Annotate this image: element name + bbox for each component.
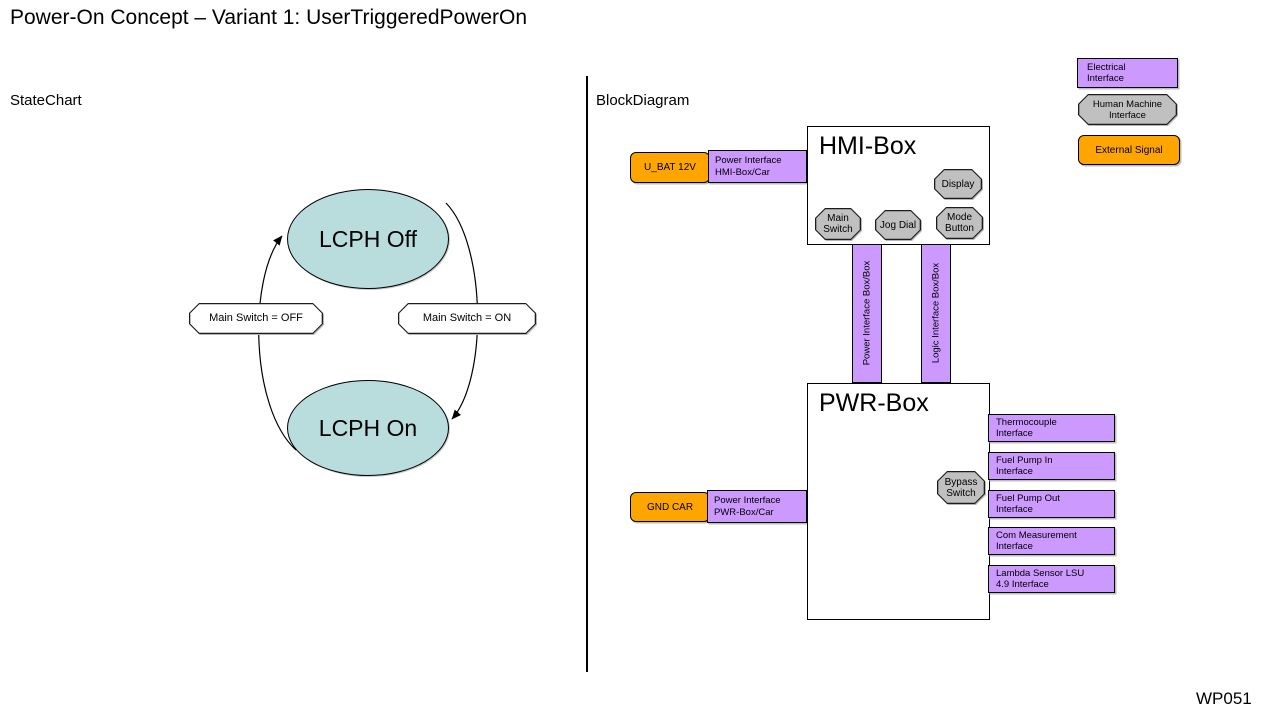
display-component: Display — [934, 169, 982, 199]
legend-external-label: External Signal — [1095, 144, 1163, 156]
statechart-section-label: StateChart — [10, 92, 82, 109]
mode-button-component: Mode Button — [936, 207, 983, 239]
transition-off-label: Main Switch = OFF — [209, 312, 303, 324]
transition-on-label: Main Switch = ON — [422, 312, 512, 324]
state-lcph-off: LCPH Off — [287, 189, 449, 289]
octagon-fill — [816, 209, 859, 238]
bypass-switch-component: Bypass Switch — [937, 471, 985, 504]
hmi-box-title: HMI-Box — [819, 132, 917, 160]
octagon-fill — [935, 170, 980, 197]
fuel-pump-out-interface: Fuel Pump Out Interface — [988, 490, 1115, 518]
transition-main-switch-off: Main Switch = OFF — [189, 303, 323, 334]
logic-link-label: Logic Interface Box/Box — [930, 262, 942, 364]
u-bat-12v-signal: U_BAT 12V — [630, 152, 710, 183]
slide-id: WP051 — [1196, 689, 1252, 708]
display-label: Display — [941, 178, 975, 190]
octagon-fill — [876, 211, 919, 238]
hmi-box: HMI-Box Display Main Switch Jog Dial Mod… — [807, 126, 990, 245]
interface-label: Thermocouple Interface — [996, 416, 1057, 440]
interface-label: Fuel Pump Out Interface — [996, 492, 1060, 516]
state-lcph-off-label: LCPH Off — [319, 225, 417, 252]
mode-button-label: Mode Button — [945, 212, 974, 234]
fuel-pump-in-interface: Fuel Pump In Interface — [988, 452, 1115, 480]
lambda-sensor-interface: Lambda Sensor LSU 4.9 Interface — [988, 565, 1115, 593]
interface-label: Com Measurement Interface — [996, 529, 1077, 553]
logic-interface-box-box: Logic Interface Box/Box — [921, 243, 951, 383]
pwr-box-title: PWR-Box — [819, 389, 929, 417]
legend-external-signal: External Signal — [1078, 135, 1180, 165]
interface-label: Fuel Pump In Interface — [996, 454, 1053, 478]
bypass-switch-label: Bypass Switch — [944, 476, 978, 499]
octagon-fill — [937, 208, 981, 237]
octagon-fill — [938, 472, 983, 502]
interface-label: Lambda Sensor LSU 4.9 Interface — [996, 567, 1085, 591]
legend-electrical-interface: Electrical Interface — [1077, 58, 1178, 88]
pwr-box: PWR-Box Bypass Switch — [807, 383, 990, 620]
power-link-label: Power Interface Box/Box — [861, 260, 873, 366]
page-title: Power-On Concept – Variant 1: UserTrigge… — [10, 6, 528, 29]
gnd-label: GND CAR — [646, 501, 694, 513]
main-switch-label: Main Switch — [823, 213, 853, 235]
transition-main-switch-on: Main Switch = ON — [398, 303, 536, 334]
legend-human-machine-interface: Human Machine Interface — [1078, 94, 1177, 125]
power-interface-box-box: Power Interface Box/Box — [852, 243, 882, 383]
hmi-car-interface-label: Power Interface HMI-Box/Car — [715, 155, 782, 178]
state-lcph-on: LCPH On — [287, 380, 449, 476]
power-interface-hmi-box-car: Power Interface HMI-Box/Car — [708, 150, 807, 183]
octagon-fill — [399, 304, 534, 332]
jog-dial-label: Jog Dial — [879, 219, 917, 231]
main-switch-component: Main Switch — [815, 208, 861, 240]
state-lcph-on-label: LCPH On — [318, 414, 418, 441]
blockdiagram-section-label: BlockDiagram — [596, 92, 690, 109]
thermocouple-interface: Thermocouple Interface — [988, 414, 1115, 442]
gnd-car-signal: GND CAR — [630, 492, 710, 522]
octagon-fill — [190, 304, 321, 332]
u-bat-label: U_BAT 12V — [644, 162, 696, 173]
pwr-car-interface-label: Power Interface PWR-Box/Car — [714, 495, 781, 518]
octagon-fill — [1079, 95, 1175, 123]
legend-hmi-label: Human Machine Interface — [1092, 98, 1163, 121]
power-interface-pwr-box-car: Power Interface PWR-Box/Car — [707, 490, 807, 523]
com-measurement-interface: Com Measurement Interface — [988, 527, 1115, 555]
jog-dial-component: Jog Dial — [875, 210, 921, 240]
legend-electrical-label: Electrical Interface — [1087, 61, 1126, 85]
section-divider — [586, 76, 588, 672]
